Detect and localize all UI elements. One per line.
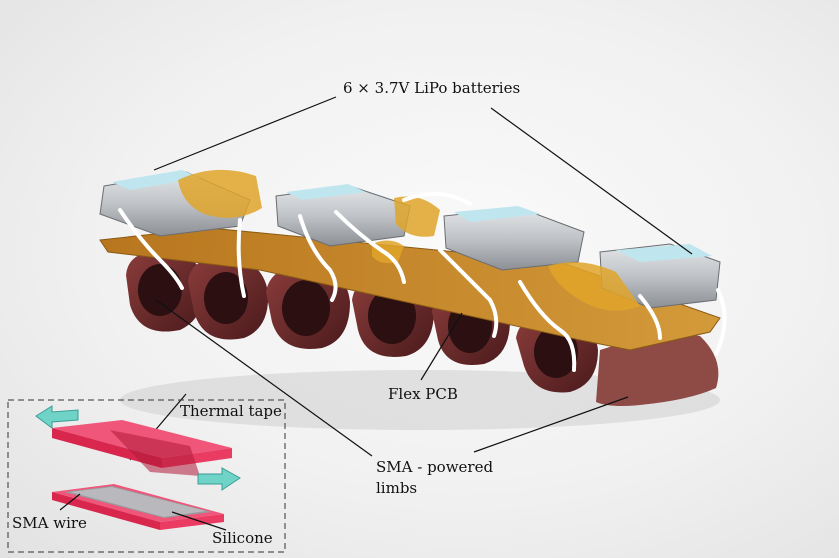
tail-pad	[596, 334, 719, 406]
limb	[188, 256, 269, 340]
label-silicone: Silicone	[212, 529, 273, 547]
label-sma-limbs-line1: SMA - powered	[376, 458, 494, 476]
label-flex-pcb: Flex PCB	[388, 385, 458, 403]
stretch-arrow-icon	[197, 467, 241, 491]
annotation-lines	[129, 96, 693, 461]
sma-wire-pointer	[59, 493, 81, 511]
wires	[118, 191, 727, 372]
label-batteries: 6 × 3.7V LiPo batteries	[343, 79, 521, 97]
kapton-tape	[178, 169, 640, 311]
limb	[126, 250, 205, 332]
inset-box	[7, 399, 286, 553]
battery	[443, 206, 585, 271]
thermal-tape-layer	[52, 420, 232, 476]
silicone-pointer	[171, 511, 227, 531]
stretch-arrow-icon	[35, 405, 79, 429]
silicone-layer	[52, 484, 224, 530]
label-sma-limbs-line2: limbs	[376, 479, 418, 497]
battery	[275, 184, 411, 247]
label-sma-wire: SMA wire	[12, 514, 87, 532]
label-thermal-tape: Thermal tape	[180, 402, 282, 420]
